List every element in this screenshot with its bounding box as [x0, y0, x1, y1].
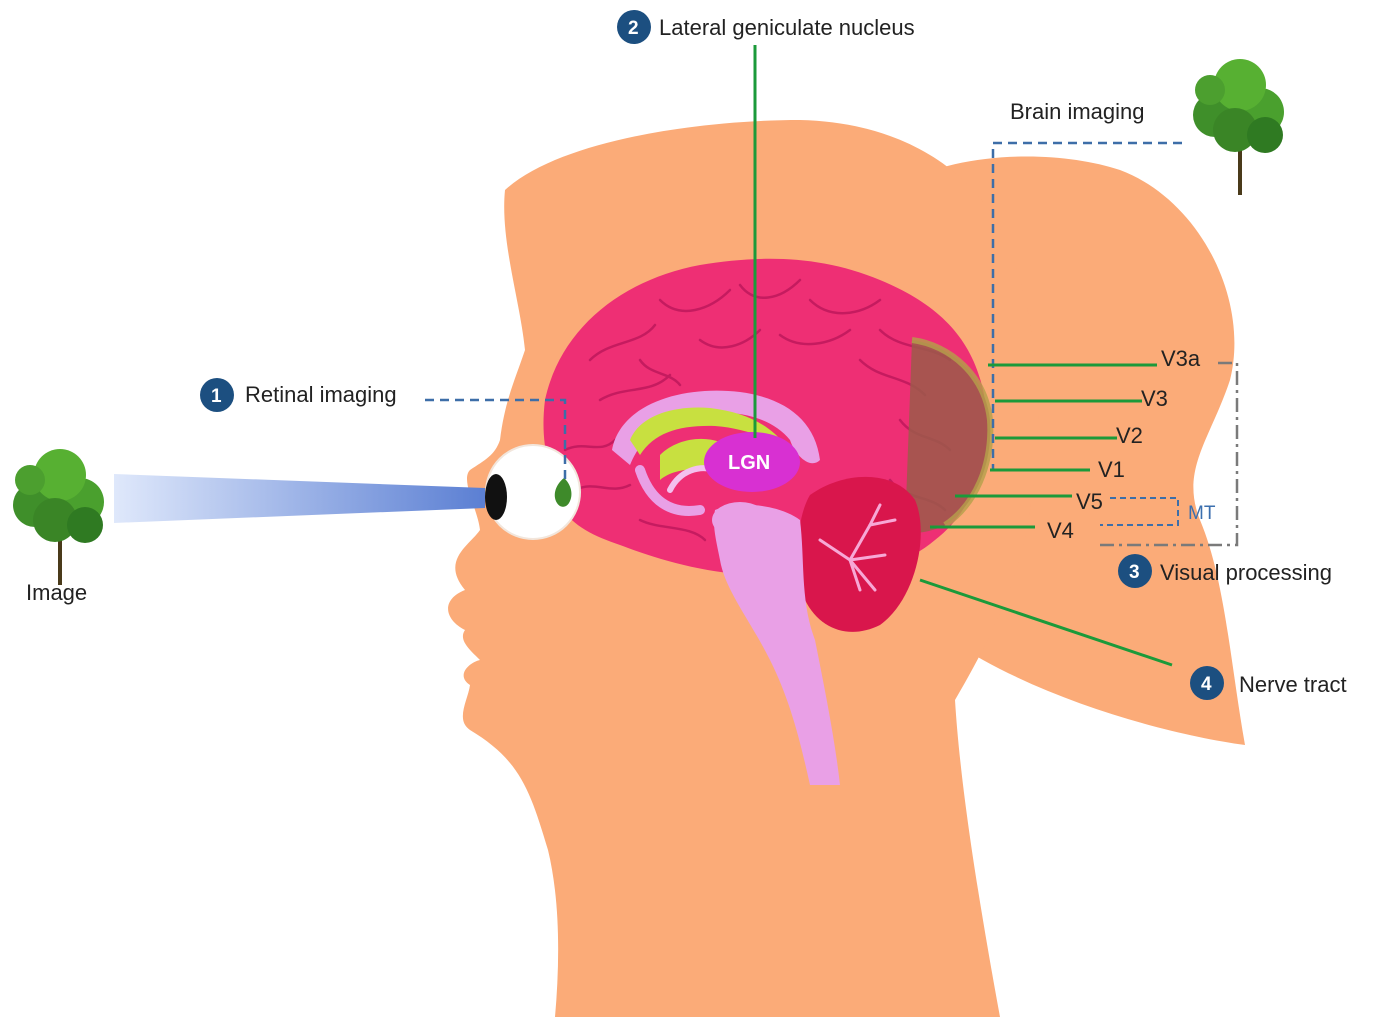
pons	[712, 502, 768, 538]
area-label-v4: V4	[1047, 518, 1074, 543]
visual-processing-label: Visual processing	[1160, 560, 1332, 585]
retinal-imaging-label: Retinal imaging	[245, 382, 397, 407]
nerve-tract-label: Nerve tract	[1239, 672, 1347, 697]
svg-text:1: 1	[211, 386, 222, 407]
tree-icon-brain	[1193, 59, 1284, 195]
brain-imaging-label: Brain imaging	[1010, 99, 1145, 124]
tree-icon-image	[13, 449, 104, 585]
svg-text:2: 2	[628, 18, 639, 39]
svg-text:3: 3	[1129, 562, 1140, 583]
area-label-v5: V5	[1076, 489, 1103, 514]
lgn-label: LGN	[728, 452, 770, 474]
step-badge-4: 4	[1190, 666, 1224, 700]
area-label-v3: V3	[1141, 386, 1168, 411]
step-badge-2: 2	[617, 10, 651, 44]
step-badge-1: 1	[200, 378, 234, 412]
light-beam	[114, 474, 485, 523]
area-label-v3a: V3a	[1161, 346, 1201, 371]
mt-label: MT	[1188, 503, 1216, 524]
area-label-v2: V2	[1116, 423, 1143, 448]
image-label: Image	[26, 580, 87, 605]
lateral-geniculate-nucleus-label: Lateral geniculate nucleus	[659, 15, 915, 40]
step-badge-3: 3	[1118, 554, 1152, 588]
svg-text:4: 4	[1201, 674, 1212, 695]
area-label-v1: V1	[1098, 457, 1125, 482]
pupil	[485, 474, 507, 520]
